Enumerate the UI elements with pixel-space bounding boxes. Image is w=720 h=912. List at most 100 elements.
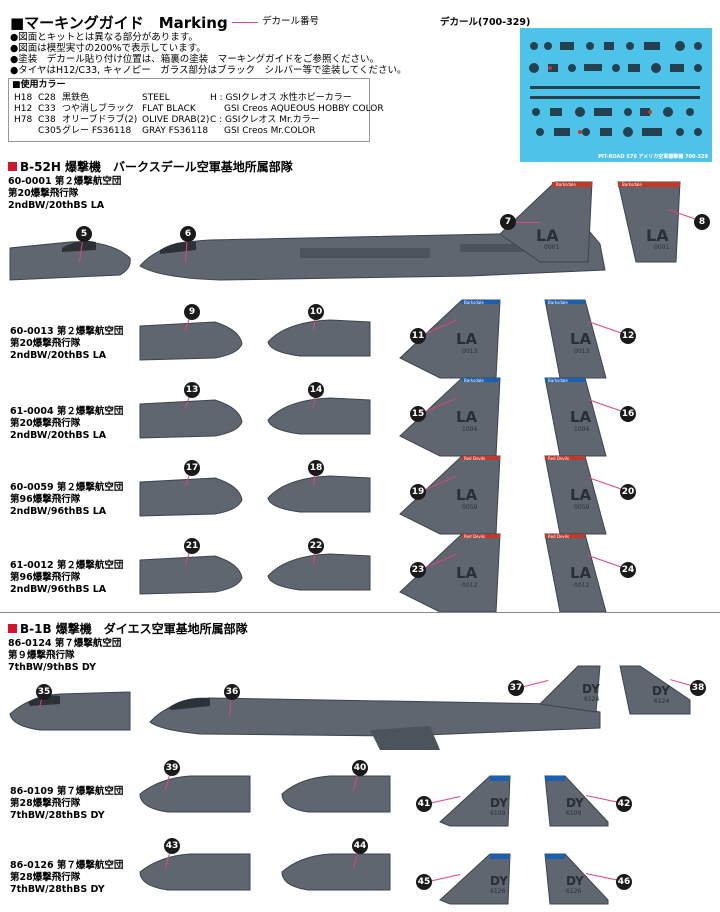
decal-number-legend-label: デカール番号 bbox=[262, 16, 320, 27]
squadron: 第96爆撃飛行隊 bbox=[10, 572, 81, 583]
color-row-3-jp: オリーブドラブ(2) bbox=[62, 115, 138, 125]
wing: 第７爆撃航空団 bbox=[56, 860, 124, 871]
b52-label-1: 60-0001 第２爆撃航空団 第20爆撃飛行隊 2ndBW/20thBS LA bbox=[8, 176, 121, 212]
decal-callout-13: 13 bbox=[184, 382, 200, 398]
decal-number-legend-line bbox=[232, 22, 258, 23]
decal-callout-21: 21 bbox=[184, 538, 200, 554]
decal-callout-36: 36 bbox=[224, 684, 240, 700]
b1-row-2 bbox=[139, 775, 609, 827]
unit-code: 7thBW/28thBS DY bbox=[10, 884, 105, 895]
serial: 60-0013 bbox=[10, 326, 54, 337]
decal-callout-8: 8 bbox=[694, 214, 710, 230]
b52-tail-15-code: LA bbox=[456, 408, 478, 426]
wing: 第２爆撃航空団 bbox=[56, 326, 124, 337]
wing: 第７爆撃航空団 bbox=[54, 638, 122, 649]
color-key-c: C : GSIクレオス Mr.カラー bbox=[210, 115, 320, 125]
b1-label-1: 86-0124 第７爆撃航空団 第９爆撃飛行隊 7thBW/9thBS DY bbox=[8, 638, 121, 674]
color-row-4-c: C305 bbox=[38, 126, 62, 136]
b1-tail-42-serial: 6109 bbox=[566, 810, 582, 817]
color-row-2-jp: つや消しブラック bbox=[62, 104, 135, 114]
b52-tail-11-serial: 0013 bbox=[462, 348, 478, 355]
b52-tail-19-stripe: Red Devils bbox=[464, 456, 486, 461]
b52-tail-16-serial: 1004 bbox=[574, 426, 590, 433]
b52-label-4: 60-0059 第２爆撃航空団 第96爆撃飛行隊 2ndBW/96thBS LA bbox=[10, 482, 123, 518]
serial: 86-0124 bbox=[8, 638, 52, 649]
b52-tail-23-code: LA bbox=[456, 564, 478, 582]
color-row-1-en: STEEL bbox=[142, 93, 170, 103]
squadron: 第20爆撃飛行隊 bbox=[10, 418, 81, 429]
unit-code: 2ndBW/20thBS LA bbox=[8, 200, 105, 211]
b52-tail-16-stripe: Barksdale bbox=[548, 378, 568, 383]
b52-row-5 bbox=[139, 533, 607, 613]
serial: 86-0126 bbox=[10, 860, 54, 871]
squadron: 第９爆撃飛行隊 bbox=[8, 650, 75, 661]
squadron: 第96爆撃飛行隊 bbox=[10, 494, 81, 505]
b52-tail-19-code: LA bbox=[456, 486, 478, 504]
decal-callout-11: 11 bbox=[410, 328, 426, 344]
note-4: ●タイヤはH12/C33, キャノピー ガラス部分はブラック シルバー等で塗装し… bbox=[10, 65, 407, 76]
b52-label-5: 61-0012 第２爆撃航空団 第96爆撃飛行隊 2ndBW/96thBS LA bbox=[10, 560, 123, 596]
decal-callout-42: 42 bbox=[616, 796, 632, 812]
decal-callout-15: 15 bbox=[410, 406, 426, 422]
decal-callout-5: 5 bbox=[76, 226, 92, 242]
decal-sheet-label: デカール(700-329) bbox=[440, 17, 531, 28]
serial: 61-0012 bbox=[10, 560, 54, 571]
b52-tail-7-stripe: Barksdale bbox=[556, 182, 576, 187]
b52-tail-12-serial: 0013 bbox=[574, 348, 590, 355]
squadron: 第28爆撃飛行隊 bbox=[10, 798, 81, 809]
squadron: 第20爆撃飛行隊 bbox=[8, 188, 79, 199]
b1-tail-37-code: DY bbox=[582, 682, 600, 696]
b52-tail-11-stripe: Barksdale bbox=[464, 300, 484, 305]
decal-callout-35: 35 bbox=[36, 684, 52, 700]
decal-callout-17: 17 bbox=[184, 460, 200, 476]
decal-callout-39: 39 bbox=[164, 760, 180, 776]
section-marker-icon bbox=[8, 624, 17, 633]
note-3: ●塗装 デカール貼り付け位置は、箱裏の塗装 マーキングガイドをご参照ください。 bbox=[10, 54, 380, 65]
decal-callout-38: 38 bbox=[690, 680, 706, 696]
decal-callout-9: 9 bbox=[184, 304, 200, 320]
wing: 第７爆撃航空団 bbox=[56, 786, 124, 797]
decal-callout-7: 7 bbox=[500, 214, 516, 230]
b52-row-2 bbox=[139, 299, 607, 379]
section-marker-icon bbox=[8, 162, 17, 171]
b1-tail-46-code: DY bbox=[566, 874, 584, 888]
unit-code: 7thBW/9thBS DY bbox=[8, 662, 96, 673]
decal-callout-6: 6 bbox=[180, 226, 196, 242]
color-table bbox=[8, 78, 370, 142]
decal-callout-24: 24 bbox=[620, 562, 636, 578]
b1-tail-45-serial: 6126 bbox=[490, 888, 506, 895]
b52-row-1-artwork bbox=[9, 181, 681, 281]
b52-tail-8-serial: 0001 bbox=[654, 244, 670, 251]
unit-code: 2ndBW/96thBS LA bbox=[10, 506, 107, 517]
b1-row-3 bbox=[139, 853, 609, 905]
wing: 第２爆撃航空団 bbox=[56, 482, 124, 493]
b52-tail-16-code: LA bbox=[570, 408, 592, 426]
color-key-h-en: GSI Creos AQUEOUS HOBBY COLOR bbox=[224, 104, 384, 114]
color-row-1-h: H18 bbox=[14, 93, 33, 103]
color-row-2-en: FLAT BLACK bbox=[142, 104, 196, 114]
unit-code: 2ndBW/96thBS LA bbox=[10, 584, 107, 595]
unit-code: 7thBW/28thBS DY bbox=[10, 810, 105, 821]
serial: 61-0004 bbox=[10, 406, 54, 417]
b52-tail-15-serial: 1004 bbox=[462, 426, 478, 433]
wing: 第２爆撃航空団 bbox=[54, 176, 122, 187]
b1-label-3: 86-0126 第７爆撃航空団 第28爆撃飛行隊 7thBW/28thBS DY bbox=[10, 860, 123, 896]
color-table-heading: ■使用カラー bbox=[12, 80, 66, 90]
b52-tail-7-serial: 0001 bbox=[544, 244, 560, 251]
unit-code: 2ndBW/20thBS LA bbox=[10, 350, 107, 361]
decal-callout-20: 20 bbox=[620, 484, 636, 500]
b52-tail-20-stripe: Red Devils bbox=[548, 456, 570, 461]
b1-tail-38-code: DY bbox=[652, 684, 670, 698]
b52-rows-2-5-artwork bbox=[139, 299, 607, 613]
b52-tail-20-serial: 0059 bbox=[574, 504, 590, 511]
b52-label-2: 60-0013 第２爆撃航空団 第20爆撃飛行隊 2ndBW/20thBS LA bbox=[10, 326, 123, 362]
squadron: 第20爆撃飛行隊 bbox=[10, 338, 81, 349]
wing: 第２爆撃航空団 bbox=[56, 406, 124, 417]
b52-section-title: B-52H 爆撃機 バークスデール空軍基地所属部隊 bbox=[8, 158, 293, 175]
decal-callout-37: 37 bbox=[508, 680, 524, 696]
b52-tail-20-code: LA bbox=[570, 486, 592, 504]
decal-callout-40: 40 bbox=[352, 760, 368, 776]
color-row-2-c: C33 bbox=[38, 104, 56, 114]
b1-section-title-text: B-1B 爆撃機 ダイエス空軍基地所属部隊 bbox=[20, 622, 248, 636]
color-row-4-en: GRAY FS36118 bbox=[142, 126, 209, 136]
